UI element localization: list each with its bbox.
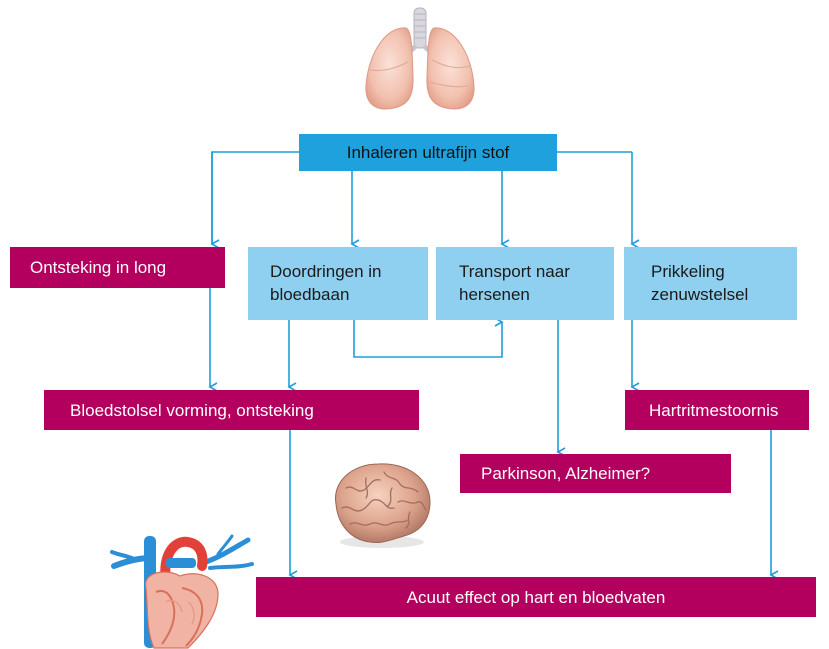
- node-prikkeling-line2: zenuwstelsel: [651, 283, 797, 306]
- heart-illustration: [106, 532, 256, 649]
- node-transport-line2: hersenen: [459, 283, 614, 306]
- node-doordringen-line1: Doordringen in: [270, 260, 428, 283]
- node-ontsteking-long: Ontsteking in long: [10, 247, 225, 288]
- node-prikkeling: Prikkeling zenuwstelsel: [624, 247, 797, 320]
- node-hartritme: Hartritmestoornis: [625, 390, 809, 430]
- arrow-to-ontsteking: [212, 152, 300, 244]
- lungs-illustration: [356, 6, 484, 118]
- node-inhaleren-label: Inhaleren ultrafijn stof: [347, 141, 510, 164]
- brain-illustration: [326, 458, 438, 550]
- arrow-doordringen-to-transport: [354, 320, 502, 357]
- node-transport: Transport naar hersenen: [436, 247, 614, 320]
- node-transport-line1: Transport naar: [459, 260, 614, 283]
- node-acuut: Acuut effect op hart en bloedvaten: [256, 577, 816, 617]
- node-doordringen: Doordringen in bloedbaan: [248, 247, 428, 320]
- node-parkinson-label: Parkinson, Alzheimer?: [481, 462, 650, 485]
- node-doordringen-line2: bloedbaan: [270, 283, 428, 306]
- node-prikkeling-line1: Prikkeling: [651, 260, 797, 283]
- node-parkinson: Parkinson, Alzheimer?: [460, 454, 731, 493]
- node-bloedstolsel: Bloedstolsel vorming, ontsteking: [44, 390, 419, 430]
- node-inhaleren: Inhaleren ultrafijn stof: [299, 134, 557, 171]
- node-ontsteking-long-label: Ontsteking in long: [30, 256, 166, 279]
- node-acuut-label: Acuut effect op hart en bloedvaten: [407, 586, 666, 609]
- node-hartritme-label: Hartritmestoornis: [649, 399, 778, 422]
- node-bloedstolsel-label: Bloedstolsel vorming, ontsteking: [70, 399, 314, 422]
